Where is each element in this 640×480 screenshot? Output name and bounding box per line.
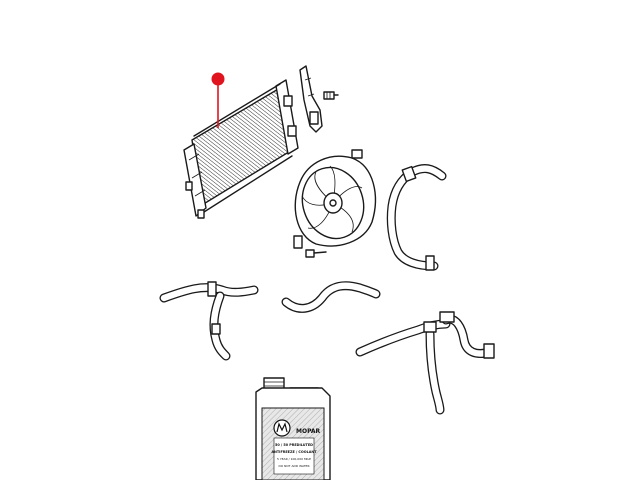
mopar-logo (273, 419, 291, 437)
coolant-jug: MOPAR 50 / 50 PREDILUTED ANTIFREEZE / CO… (255, 377, 331, 480)
lower-coolant-hose (355, 311, 495, 415)
jug-brand: MOPAR (296, 428, 321, 435)
jug-line-4: DO NOT ADD WATER (278, 464, 309, 468)
callout-dot (211, 72, 225, 86)
jug-line-2: ANTIFREEZE / COOLANT (271, 450, 317, 454)
center-coolant-hose (281, 281, 381, 313)
callout-marker (211, 72, 225, 128)
bolt (323, 91, 339, 100)
upper-radiator-hose (386, 164, 447, 271)
radiator-bracket (299, 65, 323, 133)
cooling-fan-assembly (293, 149, 377, 249)
jug-line-1: 50 / 50 PREDILUTED (275, 443, 313, 447)
fan-bolt (305, 249, 327, 258)
left-coolant-hose (159, 281, 259, 361)
radiator (183, 79, 299, 219)
jug-line-3: 5 YEAR / 100,000 MILE (277, 457, 311, 461)
